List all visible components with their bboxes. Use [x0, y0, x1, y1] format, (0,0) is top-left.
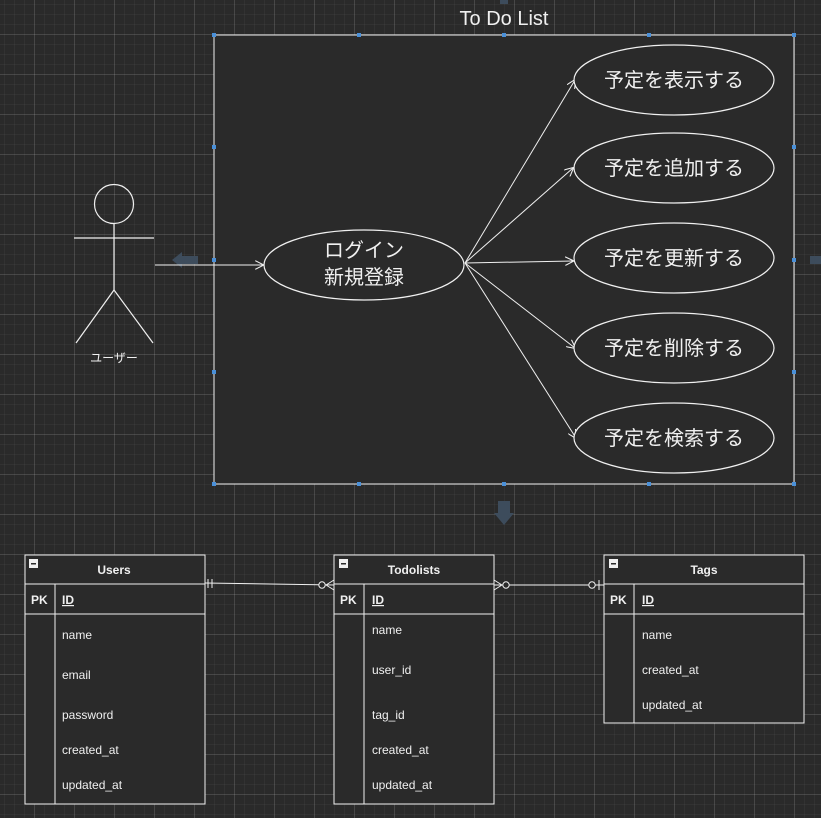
connector-usecase-5 [464, 262, 576, 438]
connector-usecase-2 [464, 168, 573, 264]
table-users-field: password [62, 708, 113, 722]
selection-handles[interactable] [212, 33, 796, 486]
usecase-1[interactable]: 予定を表示する [573, 44, 775, 116]
table-tags-field: name [642, 628, 672, 642]
table-tags-field: created_at [642, 663, 699, 677]
usecase-3[interactable]: 予定を更新する [573, 222, 775, 294]
relation-todolists-tags[interactable] [493, 579, 604, 591]
usecase-login-line2: 新規登録 [324, 265, 404, 289]
table-tags[interactable]: Tags PK ID name created_at updated_at [603, 554, 805, 724]
usecase-2-label: 予定を追加する [604, 156, 744, 180]
usecase-5-label: 予定を検索する [604, 426, 744, 450]
table-users-field: email [62, 668, 91, 682]
table-todolists-title: Todolists [388, 563, 441, 577]
table-users-pk-label: PK [31, 593, 48, 607]
table-todolists-field: name [372, 623, 402, 637]
connector-usecase-4 [464, 262, 575, 348]
collapse-icon[interactable] [29, 559, 38, 568]
collapse-icon[interactable] [609, 559, 618, 568]
usecase-2[interactable]: 予定を追加する [573, 132, 775, 204]
connector-usecase-1 [464, 80, 575, 264]
usecase-connectors [464, 80, 576, 438]
hover-arrow-down-icon[interactable] [494, 501, 514, 525]
table-users-pk-field: ID [62, 593, 74, 607]
hover-arrow-left-icon[interactable] [172, 252, 198, 268]
usecase-3-label: 予定を更新する [604, 246, 744, 270]
usecase-login-line1: ログイン [324, 238, 404, 262]
table-users-field: created_at [62, 743, 119, 757]
collapse-icon[interactable] [339, 559, 348, 568]
hover-arrow-right-icon[interactable] [810, 256, 821, 264]
usecase-login[interactable]: ログイン 新規登録 [263, 229, 465, 301]
actor-stick-figure[interactable] [74, 183, 154, 344]
table-tags-pk-field: ID [642, 593, 654, 607]
table-todolists-field: updated_at [372, 778, 433, 792]
usecase-1-label: 予定を表示する [604, 68, 744, 92]
table-tags-field: updated_at [642, 698, 703, 712]
actor-label: ユーザー [90, 351, 138, 365]
table-todolists-field: created_at [372, 743, 429, 757]
table-tags-pk-label: PK [610, 593, 627, 607]
connector-usecase-3 [464, 261, 573, 263]
usecase-4-label: 予定を削除する [604, 336, 744, 360]
table-users-title: Users [97, 563, 131, 577]
table-users-field: updated_at [62, 778, 123, 792]
table-tags-title: Tags [690, 563, 717, 577]
table-todolists[interactable]: Todolists PK ID name user_id tag_id crea… [333, 554, 495, 805]
table-users-field: name [62, 628, 92, 642]
hover-arrow-up-icon[interactable] [500, 0, 508, 4]
relation-users-todolists[interactable] [204, 579, 335, 591]
table-todolists-field: user_id [372, 663, 411, 677]
usecase-4[interactable]: 予定を削除する [573, 312, 775, 384]
table-todolists-field: tag_id [372, 708, 405, 722]
system-title: To Do List [460, 8, 549, 30]
table-todolists-pk-label: PK [340, 593, 357, 607]
usecase-5[interactable]: 予定を検索する [573, 402, 775, 474]
table-todolists-pk-field: ID [372, 593, 384, 607]
table-users[interactable]: Users PK ID name email password created_… [24, 554, 206, 805]
